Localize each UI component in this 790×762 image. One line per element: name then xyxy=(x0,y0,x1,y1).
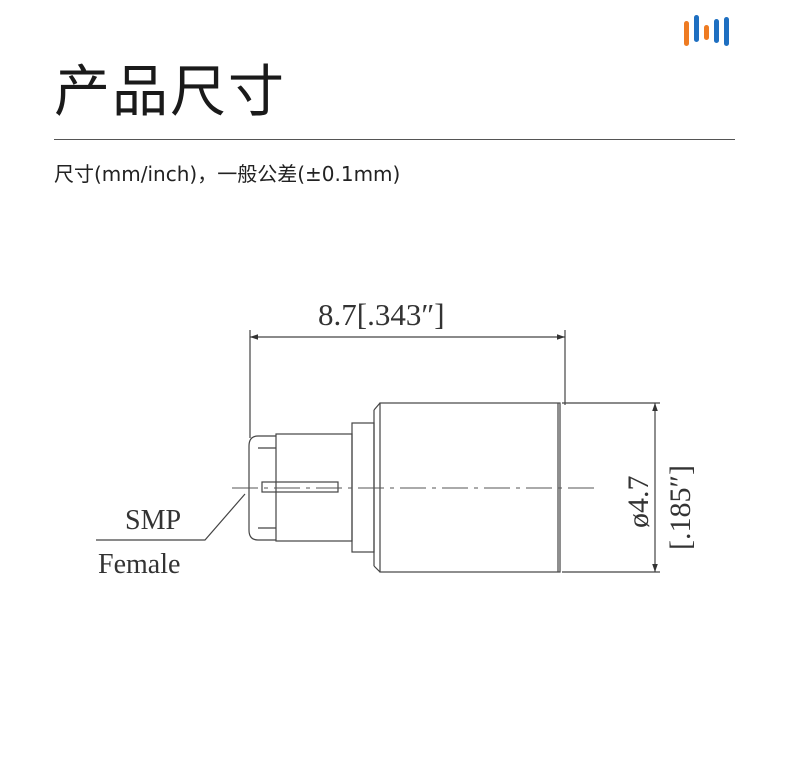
logo-bar-4 xyxy=(714,19,719,43)
logo-bar-3 xyxy=(704,25,709,40)
connector-type-label: SMP xyxy=(125,505,181,536)
body-chamfer-bottom xyxy=(373,565,381,573)
brand-bars-icon xyxy=(684,15,729,46)
connector-gender-label: Female xyxy=(98,549,180,580)
logo-bar-5 xyxy=(724,17,729,46)
center-pin xyxy=(261,481,339,493)
header-divider xyxy=(54,139,735,140)
page-subtitle: 尺寸(mm/inch)，一般公差(±0.1mm) xyxy=(54,162,401,186)
body-chamfer-top xyxy=(373,402,381,411)
length-dimension-label: 8.7[.343″] xyxy=(318,297,445,332)
page-title: 产品尺寸 xyxy=(54,60,286,125)
logo-bar-2 xyxy=(694,15,699,42)
connector-label-leader xyxy=(96,493,246,541)
logo-bar-1 xyxy=(684,21,689,46)
diameter-dimension-label: ø4.7 xyxy=(622,476,655,529)
diameter-inch-label: [.185″] xyxy=(664,465,697,550)
